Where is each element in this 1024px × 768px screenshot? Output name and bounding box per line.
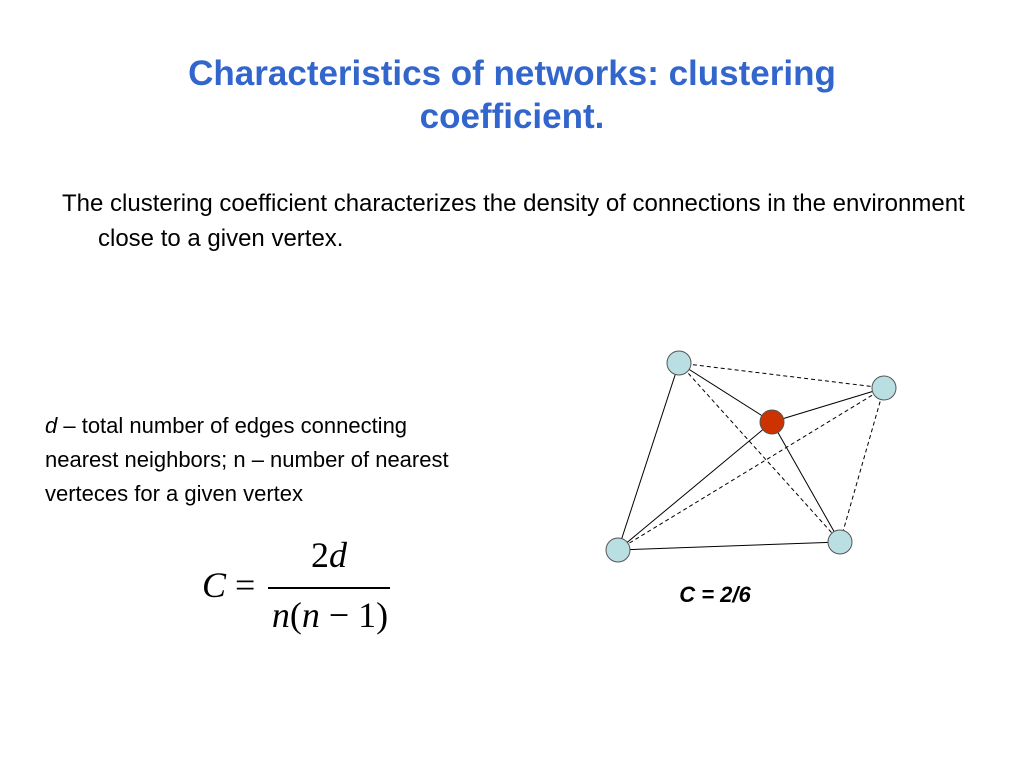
center-node [759, 409, 785, 435]
solid-edge-center-bottomleft [617, 421, 773, 551]
dashed-edge-top-topright [678, 362, 885, 389]
numerator-variable: d [329, 535, 347, 575]
title-line-2: coefficient. [419, 97, 605, 136]
d-variable: d [45, 413, 58, 438]
neighbor-node-top-right [871, 375, 897, 401]
definition-line-1: d – total number of edges connecting [45, 409, 585, 443]
title-line-1: Characteristics of networks: clustering [188, 54, 836, 93]
dashed-edge-top-bottomright [678, 362, 841, 543]
denominator-rest: − 1) [319, 595, 389, 635]
definition-line-2: nearest neighbors; n – number of nearest [45, 447, 449, 472]
dashed-edge-topright-bottomleft [617, 387, 885, 551]
definition-line-3: verteces for a given vertex [45, 481, 304, 506]
clustering-formula: C = 2d n(n − 1) [198, 535, 408, 650]
graph-caption: C = 2/6 [679, 582, 751, 607]
solid-edge-center-top [678, 362, 773, 423]
solid-edge-center-topright [771, 387, 885, 423]
slide-title: Characteristics of networks: clustering … [100, 52, 924, 138]
formula-numerator: 2d [268, 534, 390, 576]
formula-equals: = [226, 565, 256, 605]
formula-c-symbol: C [202, 565, 227, 605]
formula-denominator: n(n − 1) [260, 594, 400, 636]
solid-edge-bottomleft-bottomright [617, 541, 841, 551]
definition-text: d – total number of edges connecting nea… [45, 409, 585, 511]
denominator-n-inner: n [301, 595, 320, 635]
denominator-open-paren: ( [289, 595, 302, 635]
solid-edge-top-bottomleft [617, 362, 680, 551]
neighbor-node-top [666, 350, 692, 376]
neighbor-node-bottom-right [827, 529, 853, 555]
dashed-edge-topright-bottomright [839, 387, 885, 543]
denominator-n: n [271, 595, 290, 635]
network-graph [605, 350, 897, 563]
fraction-bar [268, 587, 390, 589]
neighbor-node-bottom-left [605, 537, 631, 563]
solid-edge-center-bottomright [771, 421, 841, 543]
numerator-coefficient: 2 [311, 535, 329, 575]
intro-paragraph: The clustering coefficient characterizes… [62, 190, 965, 252]
formula-lhs: C = [202, 564, 255, 606]
definition-line-1-rest: – total number of edges connecting [57, 413, 408, 438]
